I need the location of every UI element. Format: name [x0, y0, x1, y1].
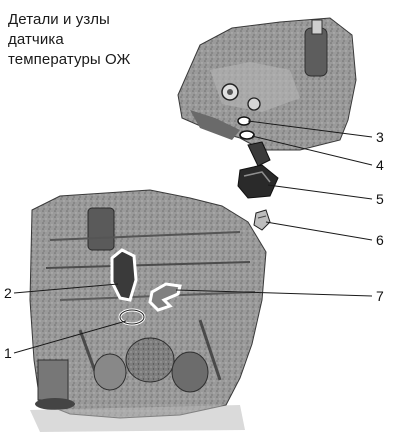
leader-line-6: [265, 221, 373, 241]
leader-line-2: [13, 283, 119, 294]
leader-line-1: [13, 320, 127, 354]
upper-engine-block: [177, 17, 357, 151]
leader-lines: [13, 120, 373, 354]
callout-2: 2: [4, 285, 12, 301]
leader-line-7: [175, 289, 373, 297]
leader-line-3: [247, 120, 373, 138]
title-line-1: Детали и узлы: [8, 11, 110, 28]
callout-7: 7: [376, 288, 384, 304]
title-line-2: датчика: [8, 31, 64, 48]
callout-1: 1: [4, 345, 12, 361]
diagram-title: Детали и узлы датчика температуры ОЖ: [8, 10, 130, 70]
upper-sensor-parts: [237, 116, 279, 231]
callout-5: 5: [376, 191, 384, 207]
lower-engine-block: [29, 189, 267, 432]
leader-line-5: [267, 184, 373, 200]
callout-3: 3: [376, 129, 384, 145]
leader-line-4: [251, 135, 373, 166]
callout-6: 6: [376, 232, 384, 248]
callout-4: 4: [376, 157, 384, 173]
title-line-3: температуры ОЖ: [8, 51, 131, 68]
